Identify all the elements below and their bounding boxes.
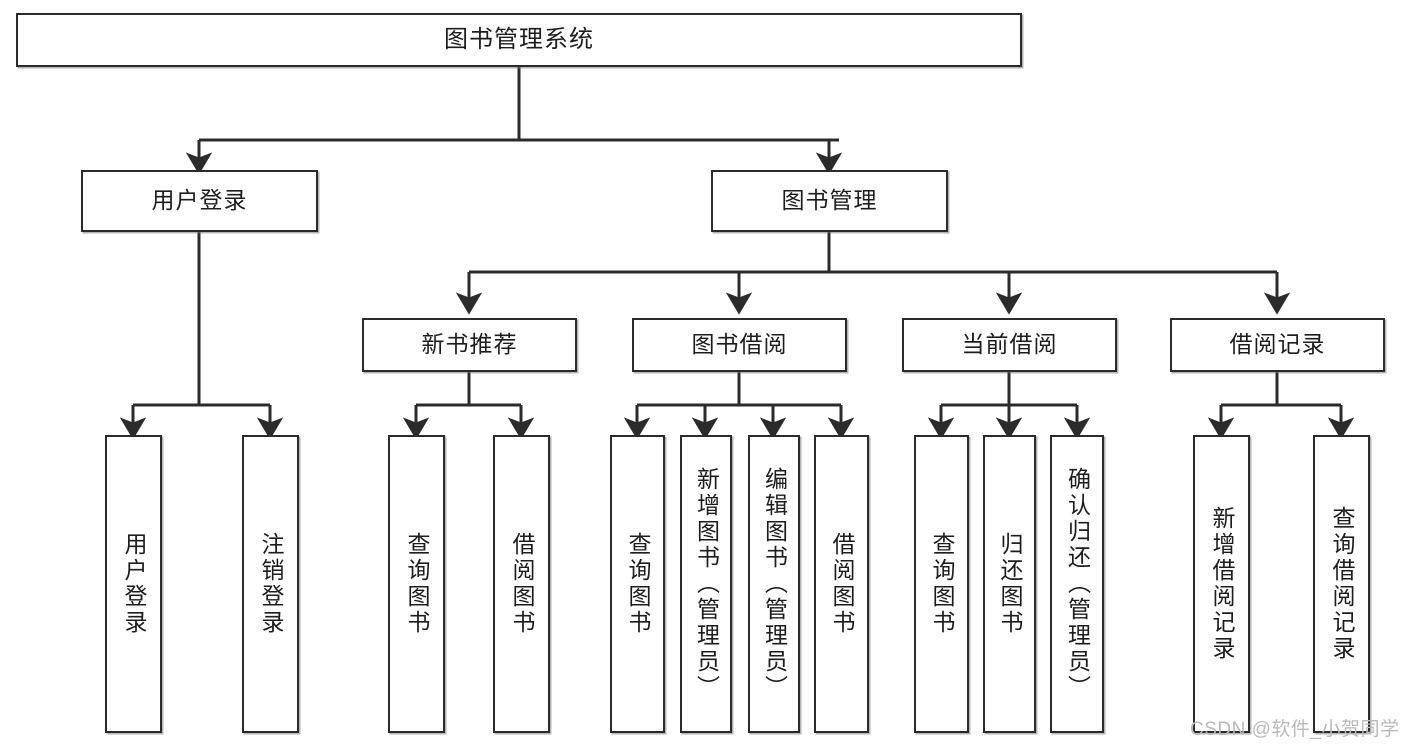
leaf-logout[interactable]: 注销登录 (242, 435, 299, 733)
leaf-borrow-book-recommend[interactable]: 借阅图书 (493, 435, 550, 733)
node-borrow-records[interactable]: 借阅记录 (1170, 318, 1385, 372)
leaf-edit-book-admin[interactable]: 编辑图书（管理员） (748, 435, 800, 733)
leaf-query-book-recommend[interactable]: 查询图书 (388, 435, 445, 733)
leaf-query-borrow-record[interactable]: 查询借阅记录 (1313, 435, 1370, 733)
leaf-query-book-current[interactable]: 查询图书 (914, 435, 969, 733)
csdn-watermark: CSDN @软件_小贺同学 (1190, 719, 1400, 740)
node-user-login[interactable]: 用户登录 (81, 170, 318, 232)
leaf-add-borrow-record[interactable]: 新增借阅记录 (1193, 435, 1250, 733)
node-book-borrow[interactable]: 图书借阅 (632, 318, 847, 372)
leaf-confirm-return-admin[interactable]: 确认归还（管理员） (1050, 435, 1104, 733)
node-new-book-recommend[interactable]: 新书推荐 (362, 318, 577, 372)
leaf-user-login[interactable]: 用户登录 (105, 435, 162, 733)
leaf-add-book-admin[interactable]: 新增图书（管理员） (680, 435, 732, 733)
leaf-query-book-borrow[interactable]: 查询图书 (610, 435, 665, 733)
node-current-borrow[interactable]: 当前借阅 (902, 318, 1117, 372)
node-book-management[interactable]: 图书管理 (711, 170, 948, 232)
node-root-system[interactable]: 图书管理系统 (16, 13, 1022, 67)
leaf-borrow-book[interactable]: 借阅图书 (814, 435, 869, 733)
leaf-return-book[interactable]: 归还图书 (983, 435, 1036, 733)
